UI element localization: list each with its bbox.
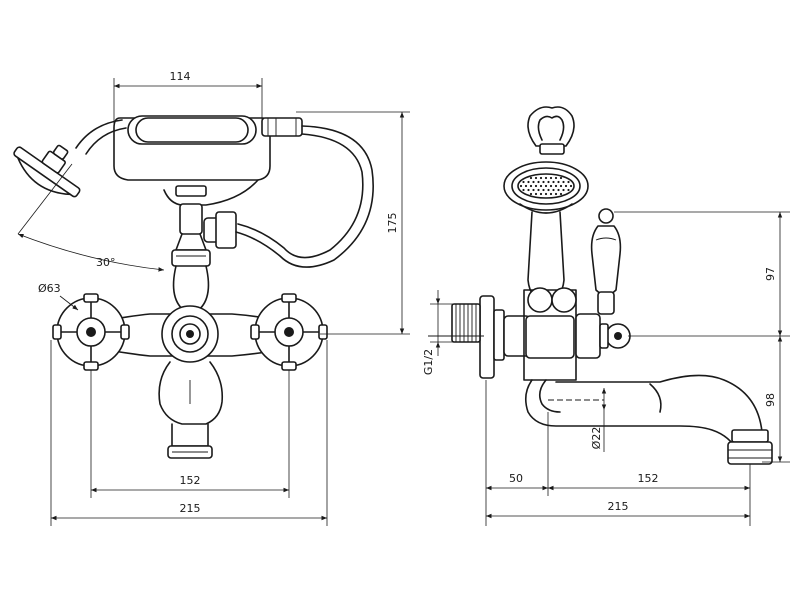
- spray-hole: [554, 176, 558, 180]
- spray-hole: [542, 180, 545, 184]
- right-cross-handle: [250, 293, 328, 371]
- spray-hole: [549, 184, 553, 188]
- spray-hole: [569, 184, 573, 188]
- hose-inner: [237, 133, 364, 259]
- spray-hole: [542, 188, 545, 192]
- spray-hole: [554, 184, 558, 188]
- spray-hole: [559, 176, 563, 180]
- spray-hole: [532, 188, 535, 192]
- spray-hole: [519, 184, 523, 188]
- spray-hole: [567, 180, 570, 184]
- dim-spout-diameter: Ø22: [590, 427, 603, 450]
- spray-hole: [529, 192, 533, 196]
- spray-hole: [562, 180, 565, 184]
- spray-hole: [549, 192, 553, 196]
- spray-hole: [557, 188, 560, 192]
- spray-hole: [552, 188, 555, 192]
- spray-hole: [559, 184, 563, 188]
- dim-upper-height: 97: [764, 267, 777, 281]
- spray-hole: [539, 184, 543, 188]
- spray-hole: [567, 188, 570, 192]
- spray-hole: [527, 188, 530, 192]
- spray-hole: [564, 184, 568, 188]
- spray-hole: [524, 184, 528, 188]
- dim-front-centers: 152: [180, 474, 201, 487]
- spray-hole: [547, 188, 550, 192]
- spray-hole: [537, 188, 540, 192]
- dim-height: 175: [386, 213, 399, 234]
- spray-hole: [544, 184, 548, 188]
- dim-angle: 30°: [96, 256, 116, 269]
- dim-handshower-width: 114: [170, 70, 191, 83]
- spray-hole: [562, 188, 565, 192]
- spray-hole: [549, 176, 553, 180]
- spray-hole: [537, 180, 540, 184]
- side-shower-head: [503, 161, 589, 214]
- side-body: [503, 287, 631, 381]
- hose: [235, 125, 374, 268]
- side-spout: [524, 374, 773, 465]
- spray-hole: [539, 192, 543, 196]
- left-cross-handle: [52, 293, 130, 371]
- side-cradle: [527, 106, 575, 155]
- mixer-body: [95, 305, 291, 363]
- spray-hole: [534, 192, 538, 196]
- spray-hole: [554, 192, 558, 196]
- spray-hole: [529, 184, 533, 188]
- spray-hole: [559, 192, 563, 196]
- dim-front-overall: 215: [180, 502, 201, 515]
- spray-hole: [527, 180, 530, 184]
- shower-head: [13, 144, 81, 198]
- dim-spout-reach: 152: [638, 472, 659, 485]
- spray-hole: [534, 176, 538, 180]
- wall-flange: [451, 295, 505, 379]
- dim-thread: G1/2: [422, 349, 435, 375]
- spray-hole: [547, 180, 550, 184]
- cradle-stem: [171, 203, 237, 313]
- spray-hole: [544, 176, 548, 180]
- handset: [75, 115, 303, 206]
- spray-hole: [539, 176, 543, 180]
- dim-side-overall: 215: [608, 500, 629, 513]
- spray-hole: [522, 188, 525, 192]
- spray-hole: [544, 192, 548, 196]
- dim-handle-diameter: Ø63: [38, 282, 61, 295]
- spray-hole: [557, 180, 560, 184]
- spray-hole: [529, 176, 533, 180]
- side-lever-handle: [590, 208, 622, 315]
- dim-lower-height: 98: [764, 393, 777, 407]
- spray-hole: [534, 184, 538, 188]
- front-spout: [158, 361, 224, 459]
- front-view: 114 175 30° Ø63 152 215: [13, 70, 410, 526]
- spray-hole: [522, 180, 525, 184]
- spray-hole: [532, 180, 535, 184]
- dim-wall-offset: 50: [509, 472, 523, 485]
- side-view: 97 98 G1/2 Ø22 50 152 215: [422, 106, 790, 526]
- spray-hole: [552, 180, 555, 184]
